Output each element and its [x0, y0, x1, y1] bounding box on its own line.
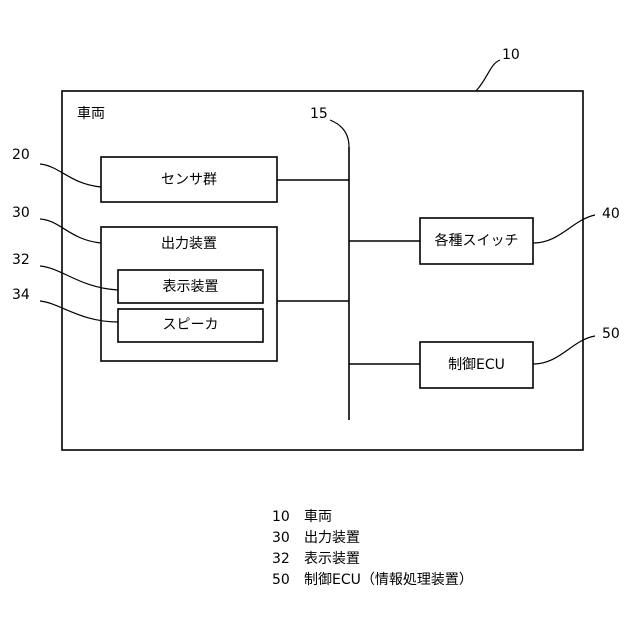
- ref-40: 40: [602, 206, 620, 222]
- legend-row: 10 車両: [272, 507, 473, 528]
- display-device-label: 表示装置: [118, 279, 263, 295]
- legend-num: 30: [272, 528, 294, 549]
- ref-34: 34: [12, 287, 30, 303]
- leader-15: [330, 120, 349, 147]
- legend-row: 30 出力装置: [272, 528, 473, 549]
- legend-text: 表示装置: [304, 549, 360, 570]
- leader-34: [40, 301, 118, 322]
- legend-text: 車両: [304, 507, 332, 528]
- ref-30: 30: [12, 205, 30, 221]
- ref-50: 50: [602, 326, 620, 342]
- speaker-label: スピーカ: [118, 317, 263, 333]
- leader-50: [533, 336, 595, 364]
- leader-30: [40, 219, 101, 243]
- legend-row: 50 制御ECU（情報処理装置）: [272, 570, 473, 591]
- legend-num: 32: [272, 549, 294, 570]
- leader-10: [476, 60, 500, 91]
- ref-20: 20: [12, 147, 30, 163]
- legend-row: 32 表示装置: [272, 549, 473, 570]
- ref-15: 15: [310, 106, 328, 122]
- vehicle-label: 車両: [77, 106, 105, 122]
- legend: 10 車両 30 出力装置 32 表示装置 50 制御ECU（情報処理装置）: [272, 507, 473, 591]
- control-ecu-label: 制御ECU: [420, 357, 533, 373]
- switches-label: 各種スイッチ: [420, 233, 533, 249]
- ref-10: 10: [502, 47, 520, 63]
- legend-text: 出力装置: [304, 528, 360, 549]
- leader-20: [40, 164, 101, 187]
- output-device-label: 出力装置: [101, 236, 277, 252]
- legend-num: 10: [272, 507, 294, 528]
- legend-text: 制御ECU（情報処理装置）: [304, 570, 473, 591]
- ref-32: 32: [12, 252, 30, 268]
- legend-num: 50: [272, 570, 294, 591]
- sensors-label: センサ群: [101, 172, 277, 188]
- leader-32: [40, 266, 118, 290]
- leader-40: [533, 215, 595, 243]
